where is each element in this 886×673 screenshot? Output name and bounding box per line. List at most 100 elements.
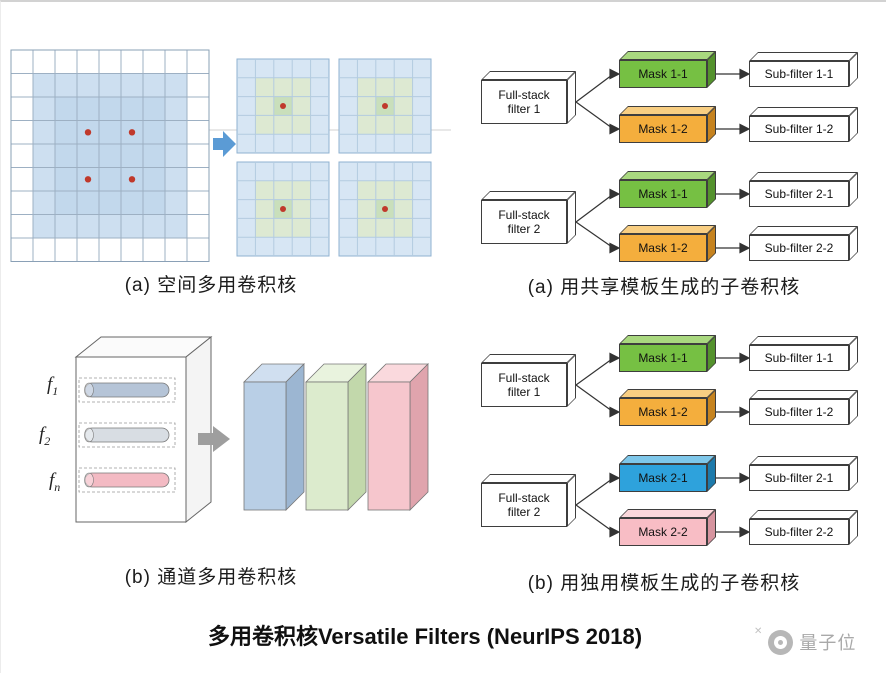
individual-panel-connectors [575,352,751,538]
sub-filter-box: Sub-filter 2-1 [749,172,858,207]
channel-slab-1 [243,363,305,511]
box-top-face [749,456,858,465]
filter-rod-1 [78,377,176,403]
spatial-figure [10,49,451,262]
box-side-face [567,191,576,244]
box-side-face [567,71,576,124]
box-label: Sub-filter 1-2 [764,404,834,419]
shared-caption: (a) 用共享模板生成的子卷积核 [527,277,801,298]
kernel-dots [84,129,136,183]
filter-label-f1: f1 [47,374,58,399]
box-top-face [619,51,716,60]
filter-rod-2 [78,422,176,448]
mask-box: Mask 1-2 [619,106,716,143]
box-label: Full-stack filter 2 [498,207,550,236]
box-front-face: Mask 1-1 [619,344,707,372]
box-side-face [567,354,576,407]
box-label: Full-stack filter 1 [498,87,550,116]
box-front-face: Mask 1-2 [619,234,707,262]
flabel-sub: 1 [52,383,59,398]
spatial-caption: (a) 空间多用卷积核 [124,275,298,296]
box-top-face [619,106,716,115]
mask-box: Mask 2-2 [619,509,716,546]
box-label: Sub-filter 1-1 [764,66,834,81]
box-front-face: Sub-filter 1-2 [749,116,849,142]
mask-box: Mask 1-2 [619,225,716,262]
box-front-face: Mask 1-2 [619,398,707,426]
box-label: Full-stack filter 1 [498,370,550,399]
individual-caption: (b) 用独用模板生成的子卷积核 [527,573,801,594]
box-top-face [749,226,858,235]
box-label: Mask 1-1 [638,66,688,81]
box-front-face: Sub-filter 1-1 [749,61,849,87]
box-front-face: Sub-filter 2-2 [749,235,849,261]
box-label: Full-stack filter 2 [498,490,550,519]
box-label: Mask 1-2 [638,121,688,136]
box-label: Sub-filter 2-1 [764,470,834,485]
channel-figure [74,335,429,524]
flabel-base: f [47,374,53,395]
box-label: Mask 1-1 [638,186,688,201]
box-label: Mask 2-1 [638,470,688,485]
flabel-sub: 2 [44,433,51,448]
full-stack-filter-1-box: Full-stack filter 1 [481,71,576,124]
box-top-face [619,389,716,398]
mask-box: Mask 1-1 [619,171,716,208]
channel-slab-3 [367,363,429,511]
channel-caption: (b) 通道多用卷积核 [124,567,298,588]
box-label: Sub-filter 2-2 [764,240,834,255]
sub-filter-box: Sub-filter 1-2 [749,107,858,142]
full-stack-filter-2-box: Full-stack filter 2 [481,474,576,527]
box-front-face: Sub-filter 1-2 [749,399,849,425]
box-label: Sub-filter 1-1 [764,350,834,365]
channel-slab-2 [305,363,367,511]
box-top-face [749,52,858,61]
sub-filter-box: Sub-filter 1-1 [749,336,858,371]
box-top-face [481,71,576,80]
sparkle-icon: ✕ [754,626,763,637]
box-label: Sub-filter 2-1 [764,186,834,201]
blue-arrow-icon [213,131,236,157]
filter-label-fn: fn [49,470,60,495]
sub-filter-box: Sub-filter 2-1 [749,456,858,491]
flabel-base: f [39,424,45,445]
quantum-bit-logo-icon [768,629,794,655]
box-top-face [481,474,576,483]
box-front-face: Full-stack filter 2 [481,483,567,527]
box-front-face: Mask 1-1 [619,60,707,88]
box-top-face [749,390,858,399]
sub-filter-box: Sub-filter 1-2 [749,390,858,425]
box-top-face [749,336,858,345]
box-front-face: Full-stack filter 2 [481,200,567,244]
box-top-face [619,509,716,518]
box-top-face [481,354,576,363]
box-label: Mask 1-2 [638,404,688,419]
box-label: Sub-filter 2-2 [764,524,834,539]
box-front-face: Mask 2-2 [619,518,707,546]
sub-filter-box: Sub-filter 2-2 [749,226,858,261]
box-top-face [481,191,576,200]
box-front-face: Full-stack filter 1 [481,80,567,124]
box-front-face: Sub-filter 1-1 [749,345,849,371]
mask-box: Mask 1-1 [619,51,716,88]
sub-filter-box: Sub-filter 2-2 [749,510,858,545]
flabel-sub: n [54,479,61,494]
gray-arrow-icon [198,426,230,452]
box-front-face: Mask 1-1 [619,180,707,208]
box-front-face: Sub-filter 2-2 [749,519,849,545]
filter-label-f2: f2 [39,424,50,449]
big-grid [10,49,210,262]
figure-title: 多用卷积核Versatile Filters (NeurIPS 2018) [207,624,643,649]
filter-rod-3 [78,467,176,493]
box-top-face [619,455,716,464]
box-top-face [749,172,858,181]
box-top-face [749,510,858,519]
full-stack-filter-2-box: Full-stack filter 2 [481,191,576,244]
box-front-face: Sub-filter 2-1 [749,181,849,207]
flabel-base: f [49,470,55,491]
box-top-face [619,335,716,344]
box-front-face: Mask 2-1 [619,464,707,492]
box-label: Mask 2-2 [638,524,688,539]
